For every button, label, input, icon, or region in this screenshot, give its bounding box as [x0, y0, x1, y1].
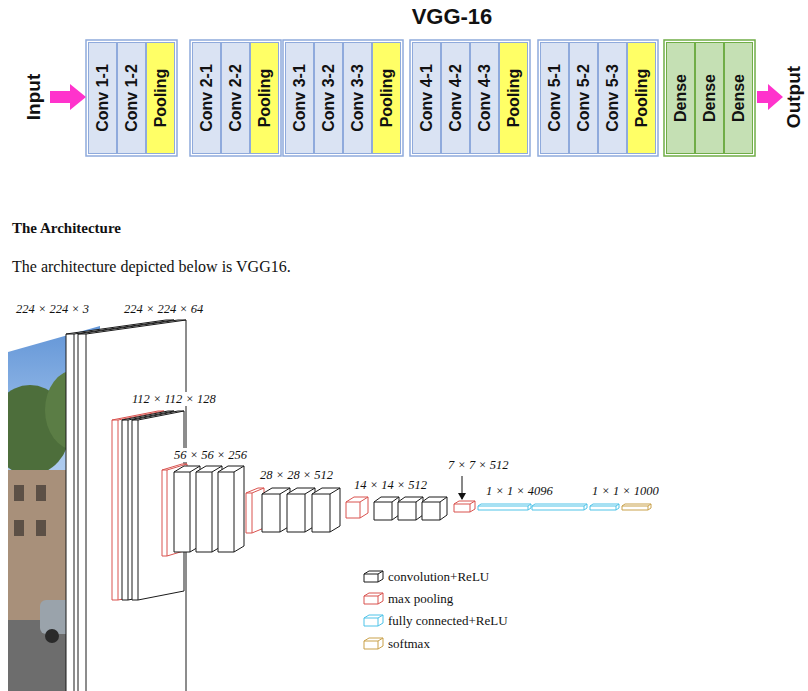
layer-volume — [346, 497, 368, 518]
dimension-label: 224 × 224 × 3 — [14, 302, 91, 316]
layer-name: Conv 4-3 — [476, 64, 494, 132]
layer-group-outline — [664, 40, 755, 156]
dimension-label: 1 × 1 × 4096 — [484, 484, 555, 498]
input-label: Input — [23, 74, 45, 120]
layer-volume — [287, 488, 315, 532]
conv-layer-box: Conv 4-2 — [441, 42, 470, 154]
layer-name: Dense — [701, 74, 719, 122]
layer-name: Conv 4-1 — [418, 64, 436, 132]
layer-name: Pooling — [505, 69, 523, 128]
layer-group-outline — [190, 40, 281, 156]
conv-layer-box: Conv 3-2 — [314, 42, 343, 154]
pooling-layer-box: Pooling — [146, 42, 175, 154]
conv-layer-box: Conv 3-3 — [343, 42, 372, 154]
leader-arrow — [462, 476, 463, 499]
layer-volume — [590, 504, 619, 510]
conv-layer-box: Conv 5-3 — [598, 42, 627, 154]
output-label: Output — [783, 66, 805, 128]
layer-volume — [422, 497, 447, 520]
legend-icon — [364, 615, 383, 626]
layer-volume — [246, 488, 264, 533]
layer-name: Conv 1-1 — [94, 64, 112, 132]
legend-icons — [364, 571, 383, 649]
legend-text: convolution+ReLU — [388, 569, 489, 585]
pooling-layer-box: Pooling — [250, 42, 279, 154]
layer-name: Conv 3-1 — [291, 64, 309, 132]
layer-volume — [454, 501, 475, 512]
conv-layer-box: Conv 1-1 — [88, 42, 117, 154]
legend-icon — [364, 638, 383, 649]
pooling-layer-box: Pooling — [372, 42, 401, 154]
dense-layer-box: Dense — [695, 42, 724, 154]
conv-layer-box: Conv 2-2 — [221, 42, 250, 154]
body-text: The architecture depicted below is VGG16… — [12, 257, 291, 276]
conv-layer-box: Conv 5-1 — [540, 42, 569, 154]
dimension-label: 14 × 14 × 512 — [352, 478, 429, 492]
conv-layer-box: Conv 3-1 — [285, 42, 314, 154]
dimension-label: 7 × 7 × 512 — [446, 458, 511, 472]
input-arrow — [50, 84, 86, 110]
layer-volume — [312, 488, 340, 532]
legend-icon — [364, 593, 383, 604]
conv-layer-box: Conv 4-3 — [470, 42, 499, 154]
layer-name: Conv 5-2 — [575, 64, 593, 132]
pooling-layer-box: Pooling — [627, 42, 656, 154]
layer-name: Pooling — [378, 69, 396, 128]
layer-name: Conv 3-3 — [349, 64, 367, 132]
conv-layer-box: Conv 5-2 — [569, 42, 598, 154]
legend-text: fully connected+ReLU — [388, 613, 508, 629]
layer-volume — [78, 320, 186, 691]
conv-layer-box: Conv 2-1 — [192, 42, 221, 154]
layer-group-outlines — [86, 40, 755, 156]
layer-name: Pooling — [256, 69, 274, 128]
dense-layer-box: Dense — [666, 42, 695, 154]
output-arrow — [757, 84, 783, 110]
layer-name: Pooling — [152, 69, 170, 128]
section-heading: The Architecture — [12, 219, 121, 237]
layer-name: Dense — [730, 74, 748, 122]
dimension-label: 56 × 56 × 256 — [172, 448, 249, 462]
layer-volume — [398, 497, 423, 520]
layer-name: Conv 2-2 — [227, 64, 245, 132]
pooling-layer-box: Pooling — [499, 42, 528, 154]
diagram-title: VGG-16 — [412, 4, 493, 30]
conv-layer-box: Conv 1-2 — [117, 42, 146, 154]
layer-name: Conv 5-3 — [604, 64, 622, 132]
legend-text: softmax — [388, 636, 430, 652]
dimension-label: 112 × 112 × 128 — [130, 392, 218, 406]
layer-volume — [622, 504, 651, 510]
layer-volume — [262, 488, 290, 532]
layer-volume — [532, 504, 587, 510]
legend-text: max pooling — [388, 591, 453, 607]
layer-group-outline — [86, 40, 177, 156]
dimension-label: 224 × 224 × 64 — [122, 302, 205, 316]
layer-name: Conv 3-2 — [320, 64, 338, 132]
layer-name: Conv 4-2 — [447, 64, 465, 132]
dimension-label: 1 × 1 × 1000 — [590, 484, 661, 498]
conv-layer-box: Conv 4-1 — [412, 42, 441, 154]
layer-name: Pooling — [633, 69, 651, 128]
legend-icon — [364, 571, 383, 582]
layer-volumes — [66, 320, 651, 691]
layer-group-outline — [283, 40, 403, 156]
layer-volume — [218, 466, 244, 552]
layer-volume — [478, 504, 531, 510]
layer-volume — [374, 497, 399, 520]
dimension-label: 28 × 28 × 512 — [258, 468, 335, 482]
dense-layer-box: Dense — [724, 42, 753, 154]
layer-name: Conv 5-1 — [546, 64, 564, 132]
layer-name: Dense — [672, 74, 690, 122]
layer-group-outline — [538, 40, 658, 156]
layer-name: Conv 1-2 — [123, 64, 141, 132]
layer-group-outline — [410, 40, 530, 156]
layer-name: Conv 2-1 — [198, 64, 216, 132]
